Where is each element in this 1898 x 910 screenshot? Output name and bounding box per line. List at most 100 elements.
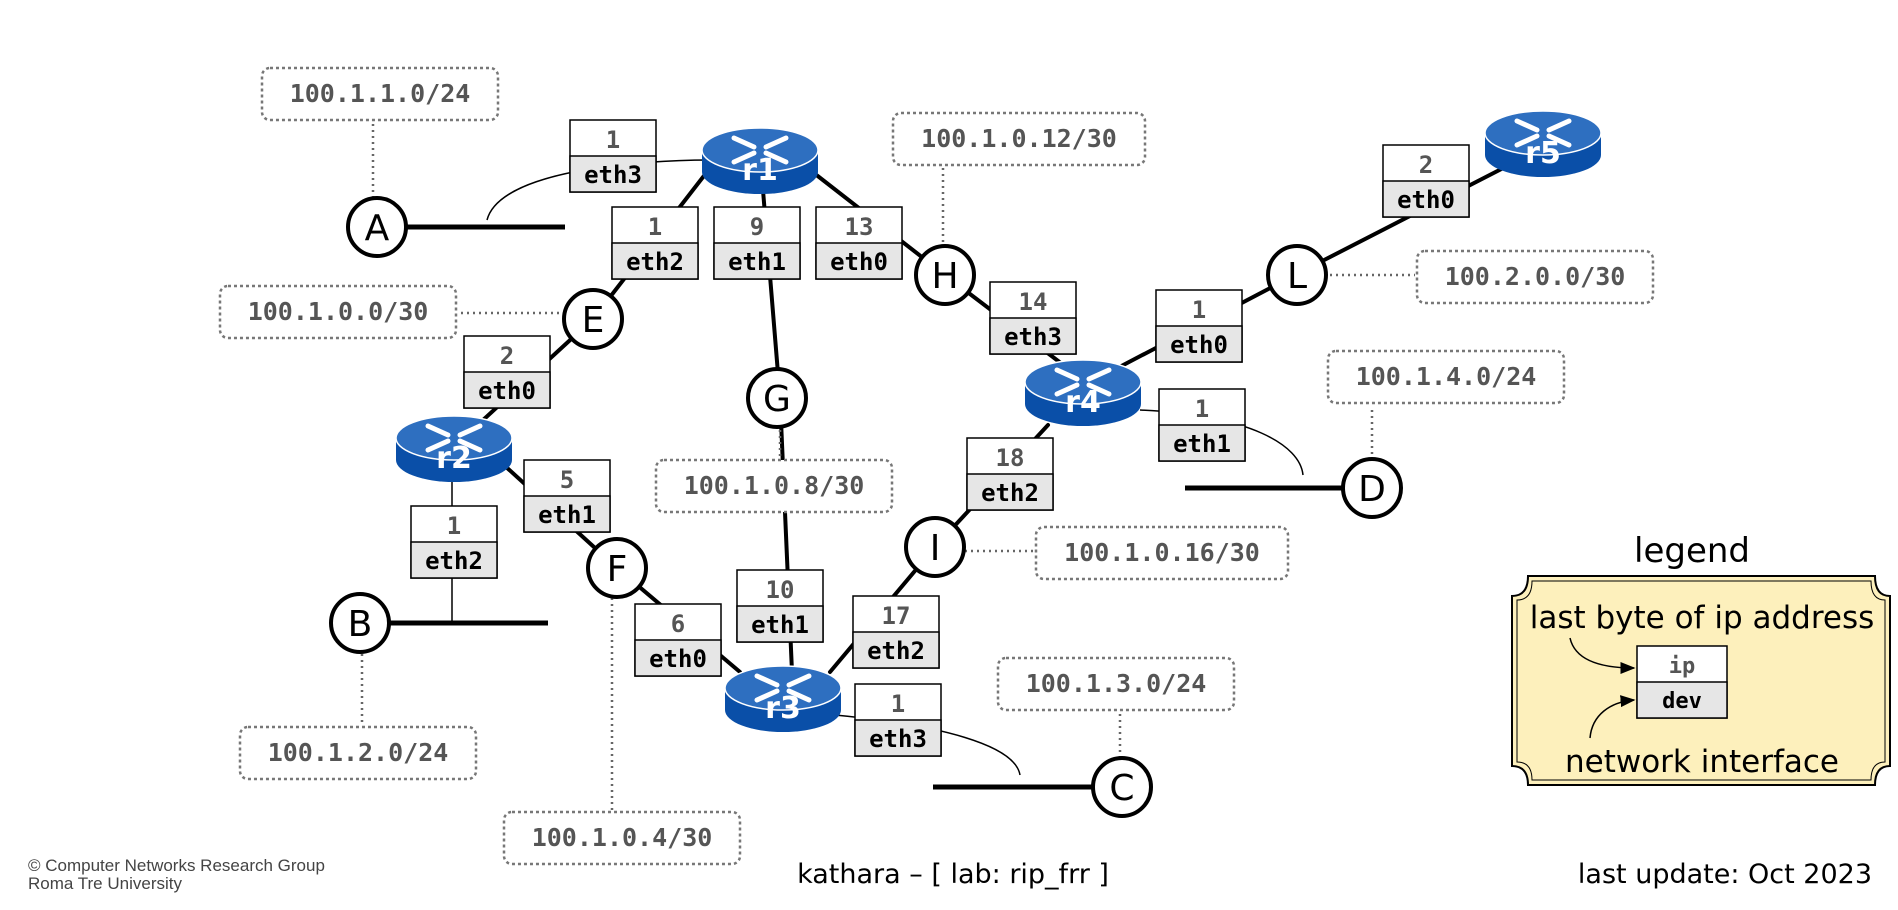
domain-i: I <box>904 516 966 578</box>
iface-r4-eth0: 1 eth0 <box>1155 289 1243 363</box>
router-r1: r1 <box>701 127 819 194</box>
iface-r4-eth0-dev: eth0 <box>1170 331 1228 359</box>
domain-f: F <box>586 537 648 599</box>
subnet-label-c: 100.1.3.0/24 <box>996 656 1236 712</box>
iface-r1-eth1: 9 eth1 <box>713 206 801 280</box>
iface-r2-eth0-dev: eth0 <box>478 377 536 405</box>
lan-segments <box>385 224 1345 790</box>
iface-r1-eth2: 1 eth2 <box>611 206 699 280</box>
iface-r3-eth1-dev: eth1 <box>751 611 809 639</box>
iface-r2-eth2: 1 eth2 <box>410 505 498 579</box>
router-r4-label: r4 <box>1065 385 1101 420</box>
legend-ip-sample: ip <box>1669 654 1696 679</box>
interface-boxes: 1 eth3 1 eth2 9 eth1 13 eth0 2 eth0 <box>410 119 1470 757</box>
legend: legend last byte of ip address network i… <box>1511 531 1891 786</box>
legend-ip-caption: last byte of ip address <box>1530 600 1875 636</box>
link-r5-l <box>1293 160 1517 277</box>
collision-domains: A B C D E F G H <box>329 196 1403 818</box>
subnet-g-text: 100.1.0.8/30 <box>684 471 865 500</box>
iface-r2-eth2-ip: 1 <box>447 512 461 540</box>
iface-r1-eth1-ip: 9 <box>750 213 764 241</box>
subnet-label-l: 100.2.0.0/30 <box>1415 249 1655 305</box>
subnet-a-text: 100.1.1.0/24 <box>290 79 471 108</box>
iface-r3-eth1: 10 eth1 <box>736 569 824 643</box>
iface-r4-eth0-ip: 1 <box>1192 296 1206 324</box>
subnet-label-i: 100.1.0.16/30 <box>1034 525 1290 581</box>
iface-r1-eth3-ip: 1 <box>606 126 620 154</box>
iface-r2-eth1-dev: eth1 <box>538 501 596 529</box>
iface-r3-eth0-dev: eth0 <box>649 645 707 673</box>
router-r5: r5 <box>1484 110 1602 177</box>
router-r5-arrows-icon <box>1514 118 1572 148</box>
iface-r1-eth0: 13 eth0 <box>815 206 903 280</box>
iface-r4-eth3: 14 eth3 <box>989 281 1077 355</box>
iface-r3-eth0: 6 eth0 <box>634 603 722 677</box>
domain-c-label: C <box>1109 768 1134 809</box>
domain-l: L <box>1266 244 1328 306</box>
domain-d-label: D <box>1358 469 1386 510</box>
domain-b-label: B <box>348 604 373 645</box>
domain-g: G <box>746 367 808 429</box>
iface-r4-eth2: 18 eth2 <box>966 437 1054 511</box>
legend-sample-box: ip dev <box>1636 645 1728 719</box>
iface-r2-eth2-dev: eth2 <box>425 547 483 575</box>
subnet-leaders <box>360 122 1415 810</box>
domain-e: E <box>562 288 624 350</box>
routers: r1 r2 r3 r4 <box>395 110 1602 732</box>
footer-lab-title: kathara – [ lab: rip_frr ] <box>797 859 1109 890</box>
subnet-b-text: 100.1.2.0/24 <box>268 738 449 767</box>
iface-r4-eth1-ip: 1 <box>1195 395 1209 423</box>
legend-dev-arrow-icon <box>1589 695 1636 739</box>
iface-r1-eth2-dev: eth2 <box>626 248 684 276</box>
iface-r2-eth0-ip: 2 <box>500 342 514 370</box>
iface-r1-eth0-dev: eth0 <box>830 248 888 276</box>
domain-e-label: E <box>582 300 605 341</box>
subnet-label-b: 100.1.2.0/24 <box>238 725 478 781</box>
domain-d: D <box>1341 457 1403 519</box>
router-r5-label: r5 <box>1525 136 1561 171</box>
router-r4: r4 <box>1024 359 1142 426</box>
iface-r1-eth3: 1 eth3 <box>569 119 657 193</box>
router-r2-arrows-icon <box>425 423 483 453</box>
subnet-e-text: 100.1.0.0/30 <box>248 297 429 326</box>
iface-r2-eth0: 2 eth0 <box>463 335 551 409</box>
legend-dev-sample: dev <box>1662 689 1702 714</box>
iface-r3-eth3: 1 eth3 <box>854 683 942 757</box>
subnet-label-d: 100.1.4.0/24 <box>1326 349 1566 405</box>
iface-r2-eth1-ip: 5 <box>560 466 574 494</box>
domain-h-label: H <box>931 256 958 297</box>
iface-r2-eth1: 5 eth1 <box>523 459 611 533</box>
router-r4-arrows-icon <box>1054 367 1112 397</box>
router-r1-label: r1 <box>742 153 778 188</box>
iface-r3-eth0-ip: 6 <box>671 610 685 638</box>
domain-i-label: I <box>930 528 941 569</box>
router-r3: r3 <box>724 665 842 732</box>
legend-ip-arrow-icon <box>1569 637 1636 674</box>
subnet-c-text: 100.1.3.0/24 <box>1026 669 1207 698</box>
subnet-label-a: 100.1.1.0/24 <box>260 66 500 122</box>
iface-r5-eth0-dev: eth0 <box>1397 186 1455 214</box>
iface-r3-eth2-ip: 17 <box>882 602 911 630</box>
iface-r3-eth3-ip: 1 <box>891 690 905 718</box>
subnet-label-h: 100.1.0.12/30 <box>891 111 1147 167</box>
domain-b: B <box>329 592 391 654</box>
iface-r3-eth2-dev: eth2 <box>867 637 925 665</box>
iface-r4-eth1-dev: eth1 <box>1173 430 1231 458</box>
iface-r5-eth0: 2 eth0 <box>1382 144 1470 218</box>
domain-g-label: G <box>763 379 791 420</box>
subnet-i-text: 100.1.0.16/30 <box>1064 538 1260 567</box>
legend-title: legend <box>1634 531 1750 571</box>
domain-a: A <box>346 196 408 258</box>
iface-r1-eth2-ip: 1 <box>648 213 662 241</box>
footer-credit-line1: © Computer Networks Research Group <box>28 856 325 875</box>
subnet-l-text: 100.2.0.0/30 <box>1445 262 1626 291</box>
footer-last-update: last update: Oct 2023 <box>1578 859 1872 890</box>
subnet-label-g: 100.1.0.8/30 <box>654 458 894 514</box>
iface-r3-eth1-ip: 10 <box>766 576 795 604</box>
subnet-f-text: 100.1.0.4/30 <box>532 823 713 852</box>
iface-r3-eth2: 17 eth2 <box>852 595 940 669</box>
iface-r5-eth0-ip: 2 <box>1419 151 1433 179</box>
router-r2: r2 <box>395 415 513 482</box>
iface-r1-eth1-dev: eth1 <box>728 248 786 276</box>
